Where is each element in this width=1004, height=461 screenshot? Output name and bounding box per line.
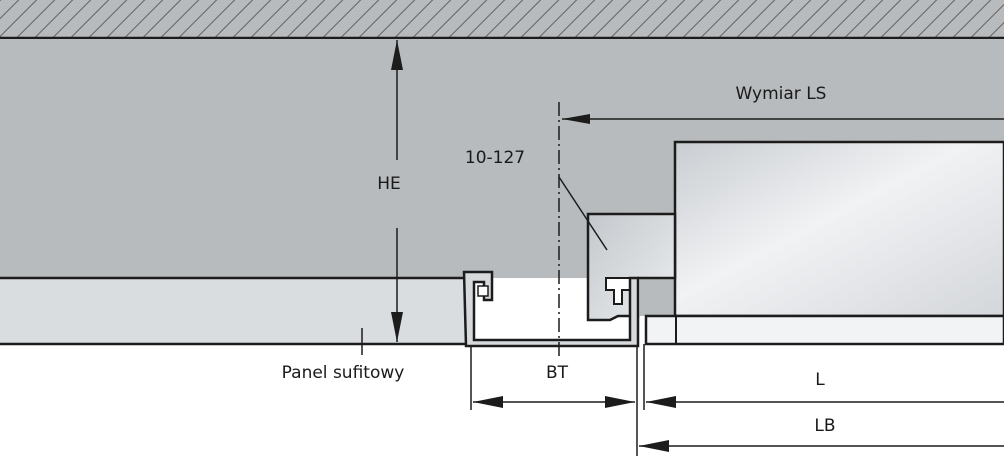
panel-label: Panel sufitowy [282,363,405,383]
range-label: 10-127 [465,148,525,168]
lb-dimension [639,440,1004,452]
ls-dimension [562,114,1004,124]
bt-label: BT [546,363,569,383]
bt-dimension [473,396,635,408]
he-label: HE [377,174,401,194]
lb-label: LB [814,416,835,436]
range-leader [558,176,608,251]
unit-trim [644,314,1004,346]
ceiling-panel [0,276,466,346]
u-profile [462,270,640,348]
he-dimension [391,40,403,342]
l-label: L [815,370,825,390]
unit-body [673,140,1004,318]
l-dimension [646,396,1004,408]
ceiling-slab [0,0,1004,40]
ls-label: Wymiar LS [736,84,827,104]
